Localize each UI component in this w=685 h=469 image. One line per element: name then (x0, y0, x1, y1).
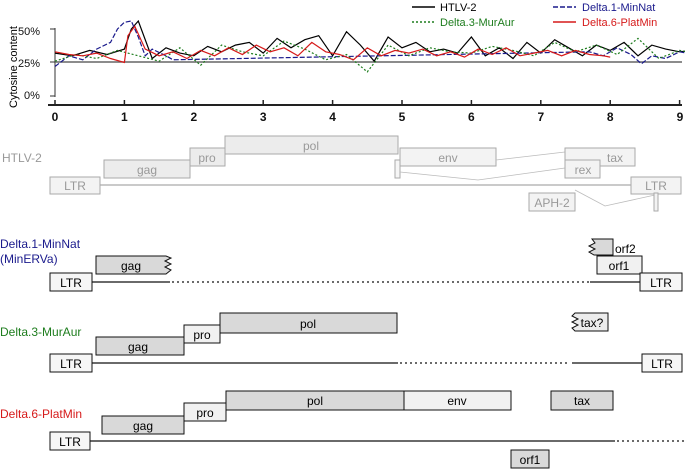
aph2-label: APH-2 (534, 196, 570, 210)
orf2-label: orf2 (615, 242, 636, 256)
tax-box (550, 390, 614, 411)
ltr-label: LTR (60, 276, 82, 290)
ltr-right-box (639, 272, 683, 292)
genome-label: Delta.3-MurAur (0, 325, 81, 339)
pol-label: pol (303, 139, 319, 153)
ltr-label: LTR (59, 435, 81, 449)
gag-box (101, 415, 185, 435)
y-tick-label: 50% (18, 26, 40, 38)
legend-label: Delta.6-PlatMin (582, 17, 657, 29)
series-line-1 (54, 20, 685, 67)
ltr-label: LTR (60, 357, 82, 371)
pro-label: pro (198, 151, 216, 165)
gag-label: gag (121, 259, 141, 273)
env-label: env (447, 394, 466, 408)
gag-box (103, 159, 191, 179)
ltr-label: LTR (645, 179, 667, 193)
ltr-left-box (49, 353, 93, 373)
tax-box (570, 312, 609, 332)
x-tick-label: 0 (52, 110, 59, 124)
orf1-label: orf1 (609, 259, 630, 273)
series-line-3 (54, 25, 611, 64)
legend-label: HTLV-2 (440, 2, 476, 14)
y-axis-label: Cytosine content (8, 26, 20, 108)
genome-sublabel: (MinERVa) (0, 252, 58, 266)
x-tick-label: 7 (537, 110, 544, 124)
aph2-exon-box (653, 192, 659, 212)
aph2-box (528, 192, 576, 212)
gag-label: gag (128, 340, 148, 354)
pro-label: pro (196, 406, 214, 420)
legend-label: Delta.3-MurAur (440, 17, 515, 29)
delta1-genome: Delta.1-MinNat (MinERVa) LTR gag orf2 or… (0, 237, 683, 292)
rex-label: rex (575, 163, 592, 177)
genome-label: Delta.1-MinNat (0, 237, 81, 251)
splice-line (399, 167, 566, 181)
legend-label: Delta.1-MinNat (582, 2, 655, 14)
ltr-label: LTR (651, 357, 673, 371)
ltr-left-box (49, 272, 93, 292)
pol-box (219, 312, 398, 334)
legend: HTLV-2 Delta.1-MinNat Delta.3-MurAur Del… (412, 2, 657, 29)
orf2-box (587, 238, 614, 256)
rex-box (564, 159, 601, 179)
splice-line (495, 151, 566, 161)
gag-label: gag (137, 163, 157, 177)
x-tick-label: 9 kb (677, 110, 685, 124)
pro-label: pro (193, 328, 211, 342)
series-line-2 (54, 37, 685, 73)
ltr-label: LTR (64, 179, 86, 193)
tax-label: tax (607, 151, 623, 165)
genome-label: HTLV-2 (2, 151, 42, 165)
ltr-label: LTR (650, 276, 672, 290)
env-label: env (438, 151, 457, 165)
env-box (399, 147, 497, 167)
x-tick-label: 2 (190, 110, 197, 124)
tax-label: tax (574, 394, 590, 408)
pro-box (189, 147, 226, 167)
pol-label: pol (300, 317, 316, 331)
orf1-label: orf1 (520, 453, 541, 467)
ltr-left-box (49, 431, 91, 451)
ltr-right-box (641, 353, 683, 373)
delta3-genome: Delta.3-MurAur LTR gag pro pol tax? LTR (0, 312, 683, 373)
gag-label: gag (133, 419, 153, 433)
x-tick-label: 6 (468, 110, 475, 124)
series-lines (54, 19, 685, 73)
x-tick-label: 1 (121, 110, 128, 124)
env-box (403, 390, 512, 411)
orf1-box (596, 255, 643, 275)
orf1-box (510, 449, 550, 469)
x-tick-label: 3 (260, 110, 267, 124)
pol-label: pol (307, 394, 323, 408)
env-start-box (394, 159, 401, 179)
ltr-left-box (49, 176, 101, 195)
pol-box (224, 135, 399, 155)
genome-label: Delta.6-PlatMin (0, 407, 82, 421)
y-tick-label: 25% (18, 58, 40, 70)
htlv2-genome: HTLV-2 LTR gag pro pol env tax rex LTR A… (2, 135, 682, 212)
x-tick-label: 4 (329, 110, 336, 124)
x-tick-label: 8 (607, 110, 614, 124)
tax-label: tax? (581, 316, 604, 330)
y-tick-label: 0% (24, 90, 40, 102)
splice-line (574, 189, 656, 207)
pro-box (183, 324, 221, 344)
cytosine-chart: Cytosine content 50% 25% 0% 0 1 2 3 4 5 6 7 8 9 k… (8, 2, 685, 124)
gag-box (95, 336, 185, 356)
x-ticks: 0 1 2 3 4 5 6 7 8 9 kb (52, 100, 685, 124)
gag-box (95, 255, 173, 275)
x-tick-label: 5 (399, 110, 406, 124)
delta6-genome: Delta.6-PlatMin LTR gag pro pol env tax … (0, 390, 684, 469)
pro-box (183, 402, 227, 422)
